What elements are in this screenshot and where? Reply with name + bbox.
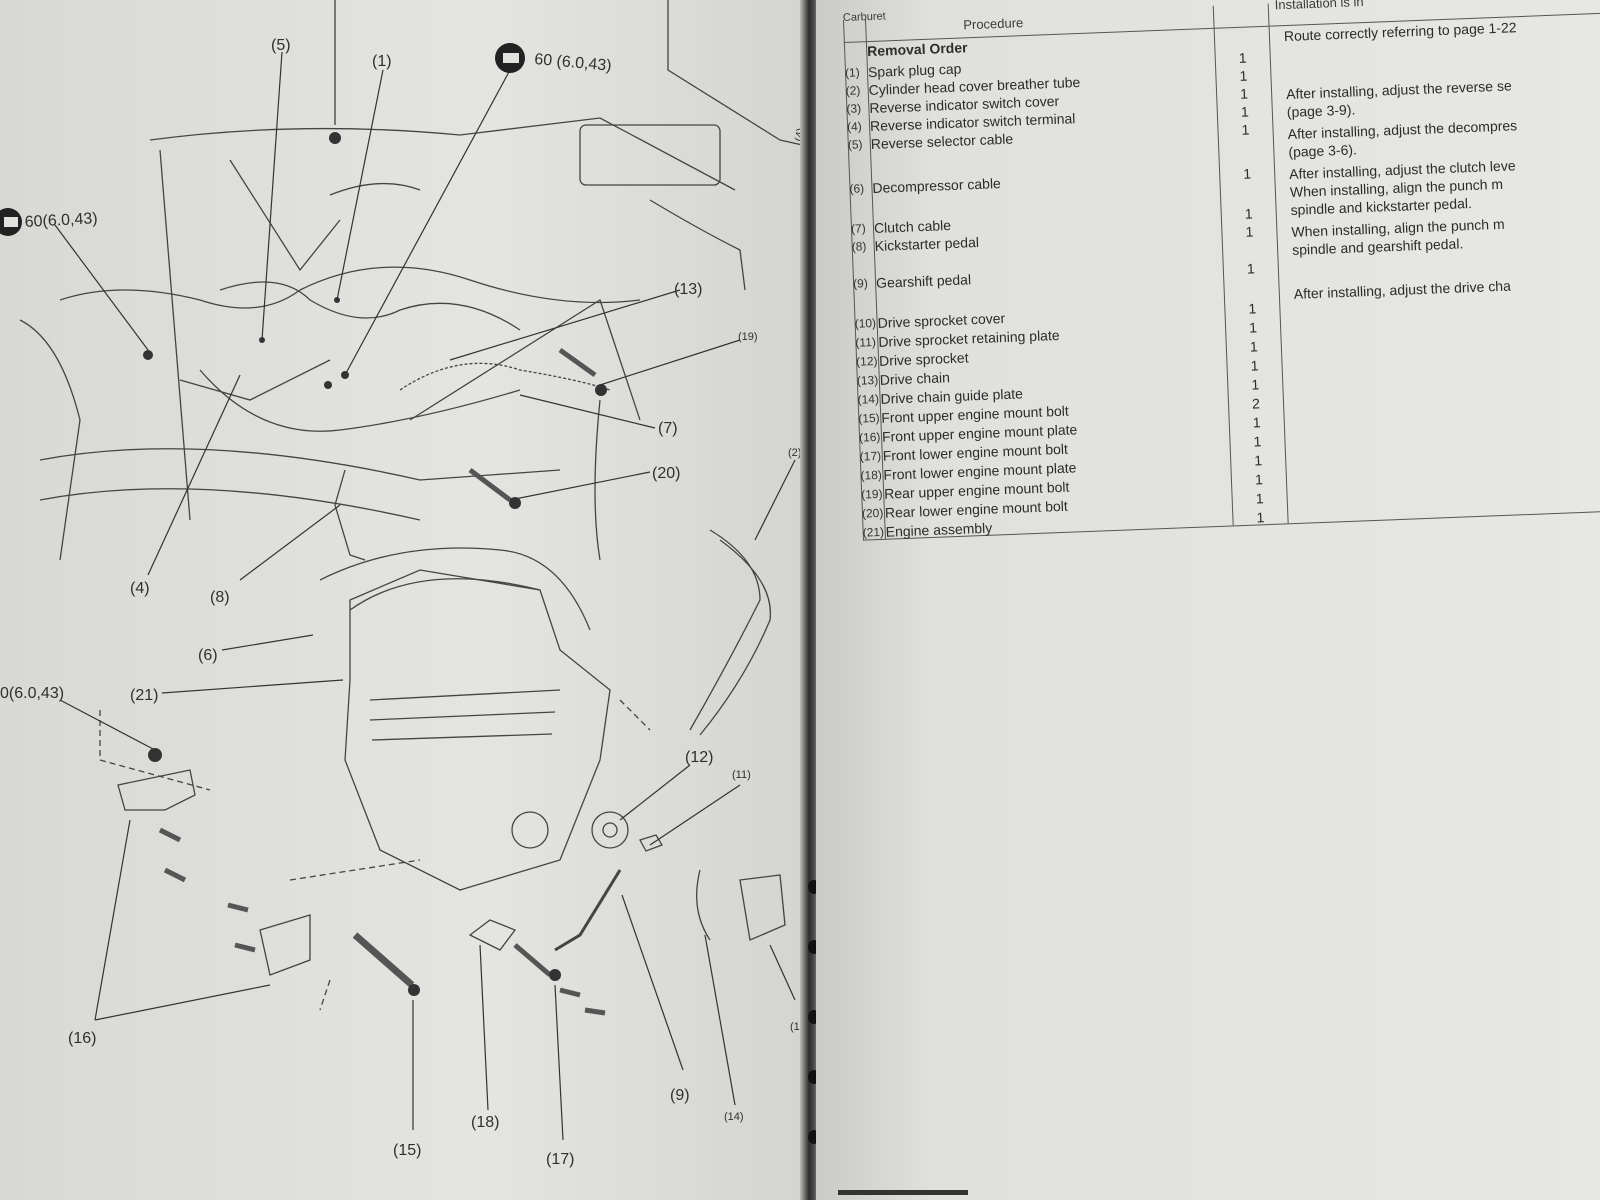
row-number: (19) — [860, 486, 883, 502]
cable-routing — [219, 281, 521, 331]
callout-21: (21) — [130, 687, 158, 704]
row-number: (9) — [852, 276, 869, 291]
callout-7: (7) — [658, 420, 678, 437]
row-quantity: 1 — [1240, 103, 1250, 120]
row-quantity: 2 — [1251, 395, 1261, 412]
header-procedure: Procedure — [962, 15, 1024, 33]
row-number: (2) — [845, 83, 861, 98]
front-upper-mount-plate-a — [117, 769, 196, 811]
row-quantity: 1 — [1241, 121, 1250, 138]
row-quantity: 1 — [1253, 433, 1262, 450]
callout-20: (20) — [652, 465, 680, 482]
row-number: (12) — [855, 353, 878, 369]
torque-value-a: 60 (6.0,43) — [534, 51, 613, 75]
row-quantity: 1 — [1248, 319, 1258, 336]
callout-2: (2) — [788, 447, 801, 459]
callout-4: (4) — [130, 580, 150, 597]
callout-5: (5) — [271, 37, 291, 54]
procedure-table: Carburet Procedure Installation is in Re… — [842, 0, 1600, 541]
engine-block-sketch — [344, 569, 611, 891]
gearshift-pedal-sketch — [554, 869, 622, 952]
callout-16: (16) — [68, 1030, 96, 1047]
row-description: Kickstarter pedal — [874, 233, 980, 254]
engine-exploded-diagram: (5) (1) 60 (6.0,43) 60(6.0,43) (13) (19)… — [0, 0, 826, 1168]
row-quantity: 1 — [1256, 509, 1265, 526]
row-quantity: 1 — [1246, 260, 1256, 277]
drive-sprocket-sketch — [591, 811, 629, 849]
callout-6: (6) — [198, 647, 218, 664]
row-number: (1) — [844, 65, 860, 80]
decompressor-cable-sketch — [319, 547, 591, 631]
note-line: (page 3-9). — [1286, 101, 1356, 121]
clutch-cable — [199, 369, 521, 432]
row-number: (10) — [854, 315, 877, 331]
callout-18: (18) — [471, 1114, 499, 1131]
callout-13: (13) — [674, 281, 702, 298]
row-description: Gearshift pedal — [875, 271, 972, 291]
row-number: (6) — [849, 181, 865, 196]
row-number: (13) — [856, 372, 879, 388]
row-number: (21) — [862, 524, 885, 540]
callout-15: (15) — [393, 1142, 421, 1159]
row-number: (8) — [851, 239, 867, 254]
row-quantity: 1 — [1248, 300, 1257, 317]
callout-8: (8) — [210, 589, 230, 606]
frame-top-rail — [149, 117, 736, 191]
front-lower-mount-plate — [468, 919, 517, 951]
breather-tube-sketch — [689, 529, 772, 736]
callout-12: (12) — [685, 749, 713, 766]
row-number: (17) — [859, 448, 882, 464]
row-quantity: 1 — [1249, 338, 1259, 355]
row-quantity: 1 — [1251, 376, 1260, 393]
kickstarter-pedal-sketch — [334, 469, 366, 561]
row-quantity: 1 — [1252, 414, 1261, 431]
row-description: Engine assembly — [885, 519, 993, 540]
torque-value-b: 60(6.0,43) — [24, 210, 98, 231]
row-number: (3) — [846, 101, 862, 116]
note-line: (page 3-6). — [1288, 141, 1358, 160]
row-number: (11) — [855, 334, 877, 350]
page-footer-rule — [838, 1190, 968, 1195]
torque-wrench-icon — [0, 208, 22, 236]
row-number: (7) — [850, 221, 866, 236]
callout-11: (11) — [732, 769, 751, 781]
callout-19: (19) — [738, 331, 758, 343]
row-number: (14) — [857, 391, 880, 407]
frame-lower-rail — [39, 448, 561, 481]
callout-9: (9) — [670, 1087, 690, 1104]
right-page — [816, 0, 1600, 1200]
row-quantity: 1 — [1239, 67, 1248, 84]
row-quantity: 1 — [1242, 165, 1252, 182]
row-quantity: 1 — [1244, 205, 1253, 222]
drive-chain-sketch — [399, 362, 611, 391]
left-page: (5) (1) 60 (6.0,43) 60(6.0,43) (13) (19)… — [0, 0, 826, 1200]
row-number: (20) — [861, 505, 884, 521]
row-quantity: 1 — [1254, 452, 1263, 469]
row-number: (5) — [847, 137, 863, 152]
torque-value-c: 0(6.0,43) — [0, 685, 64, 702]
tab-label: Carburet — [842, 10, 886, 24]
row-number: (18) — [860, 467, 883, 483]
row-number: (16) — [858, 429, 881, 445]
row-number: (4) — [846, 119, 863, 134]
row-quantity: 1 — [1254, 471, 1264, 488]
row-quantity: 1 — [1250, 357, 1259, 374]
callout-1: (1) — [372, 53, 392, 70]
drive-sprocket-cover-sketch — [739, 874, 786, 941]
row-number: (15) — [858, 410, 880, 426]
rear-rack — [579, 124, 721, 186]
row-quantity: 1 — [1238, 49, 1247, 66]
torque-wrench-icon — [495, 43, 525, 73]
frame-front-tube — [159, 149, 191, 521]
row-quantity: 1 — [1255, 490, 1264, 507]
front-upper-mount-plate-b — [259, 914, 311, 976]
row-quantity: 1 — [1245, 223, 1254, 240]
row-quantity: 1 — [1239, 85, 1249, 102]
callout-17: (17) — [546, 1151, 574, 1168]
callout-14: (14) — [724, 1111, 744, 1123]
